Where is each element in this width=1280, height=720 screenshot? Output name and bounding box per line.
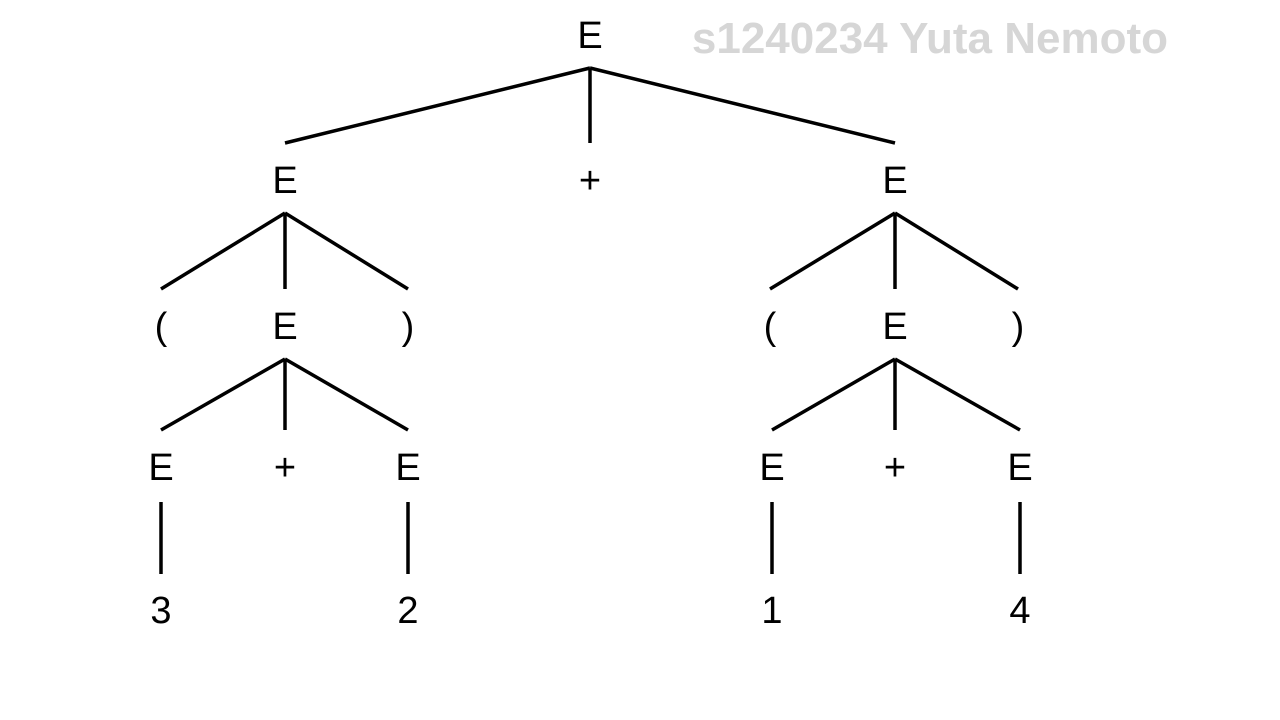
tree-edge bbox=[894, 211, 1019, 291]
tree-edges bbox=[159, 66, 1022, 574]
tree-edge bbox=[769, 211, 896, 291]
tree-edge bbox=[284, 66, 591, 145]
open-paren-symbol: ( bbox=[764, 306, 777, 348]
tree-nodes: E E + E ( E) ( E) E + E E + E 3 2 1 4 bbox=[148, 15, 1032, 632]
close-paren-symbol: ) bbox=[402, 306, 415, 348]
plus-symbol: + bbox=[884, 447, 906, 489]
author-watermark: s1240234 Yuta Nemoto bbox=[691, 14, 1168, 63]
tree-edge bbox=[771, 357, 896, 432]
nonterminal-e: E bbox=[272, 160, 297, 202]
tree-edge bbox=[284, 357, 409, 432]
plus-symbol: + bbox=[579, 160, 601, 202]
nonterminal-e: E bbox=[577, 15, 602, 57]
tree-edge bbox=[284, 211, 409, 291]
nonterminal-e: E bbox=[882, 306, 907, 348]
nonterminal-e: E bbox=[272, 306, 297, 348]
digit-leaf: 2 bbox=[397, 590, 418, 632]
tree-edge bbox=[589, 66, 896, 145]
digit-leaf: 3 bbox=[150, 590, 171, 632]
nonterminal-e: E bbox=[148, 447, 173, 489]
nonterminal-e: E bbox=[395, 447, 420, 489]
tree-edge bbox=[160, 357, 286, 432]
nonterminal-e: E bbox=[882, 160, 907, 202]
close-paren-symbol: ) bbox=[1012, 306, 1025, 348]
tree-edge bbox=[894, 357, 1021, 432]
digit-leaf: 4 bbox=[1009, 590, 1030, 632]
nonterminal-e: E bbox=[759, 447, 784, 489]
tree-edge bbox=[160, 211, 286, 291]
plus-symbol: + bbox=[274, 447, 296, 489]
nonterminal-e: E bbox=[1007, 447, 1032, 489]
digit-leaf: 1 bbox=[761, 590, 782, 632]
open-paren-symbol: ( bbox=[155, 306, 168, 348]
